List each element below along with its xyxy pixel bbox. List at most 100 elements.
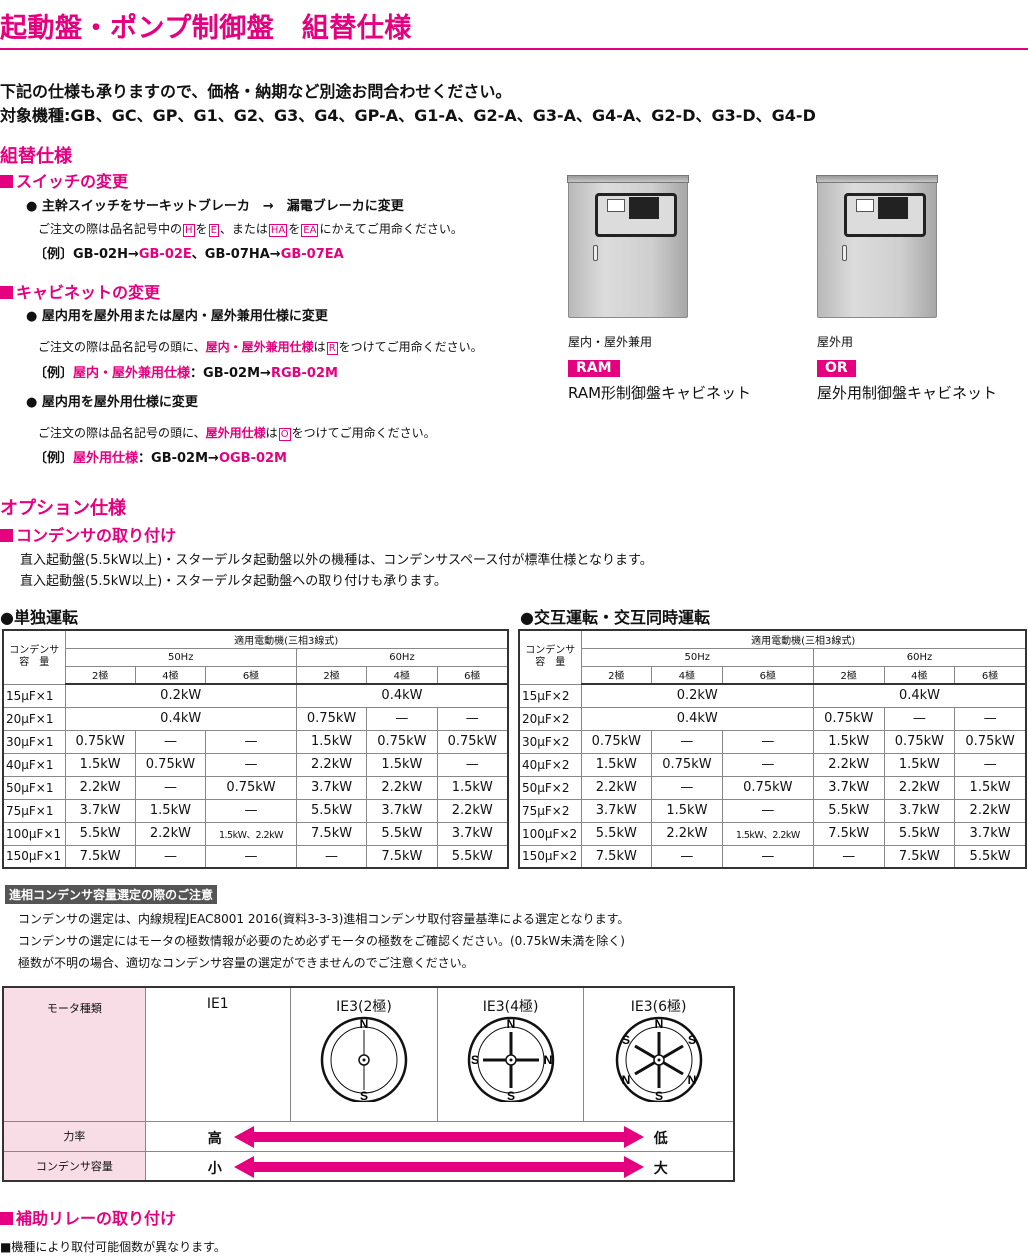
svg-text:N: N (687, 1073, 696, 1087)
value-cell: 0.4kW (295, 683, 509, 708)
caution-header: 進相コンデンサ容量選定の際のご注意 (5, 885, 218, 904)
svg-text:S: S (507, 1089, 515, 1102)
outdoor-name: 屋外用制御盤キャビネット (817, 384, 998, 402)
value-cell: 2.2kW (436, 798, 509, 823)
switch-bullet: ● 主幹スイッチをサーキットブレーカ → 漏電ブレーカに変更 (26, 199, 404, 214)
svg-text:S: S (688, 1033, 696, 1047)
value-cell: 0.4kW (812, 683, 1027, 708)
cabinet-example-1: 〔例〕屋内・屋外兼用仕様：GB-02M→RGB-02M (34, 366, 338, 381)
value-cell: 0.75kW (580, 729, 653, 754)
cap-cell: 75μF×2 (518, 798, 582, 823)
cap-cell: 100μF×2 (518, 821, 582, 846)
title-rule (0, 48, 1028, 50)
caution-line-1: コンデンサの選定は、内線規程JEAC8001 2016(資料3-3-3)進相コン… (18, 912, 630, 926)
value-cell: — (721, 729, 814, 754)
value-cell: 5.5kW (436, 844, 509, 869)
cap-cell: 150μF×2 (518, 844, 582, 869)
value-cell: — (883, 706, 956, 731)
alt-table-title: ●交互運転・交互同時運転 (520, 608, 710, 627)
value-cell: 1.5kW、2.2kW (721, 821, 814, 846)
value-cell: — (812, 844, 885, 869)
square-bullet-icon (0, 529, 13, 542)
value-cell: 5.5kW (883, 821, 956, 846)
cap-arrow-icon (233, 1155, 644, 1178)
cap-cell: 20μF×1 (2, 706, 66, 731)
pf-low: 低 (653, 1130, 668, 1147)
cap-cell: 20μF×2 (518, 706, 582, 731)
value-cell: — (134, 729, 207, 754)
value-cell: 5.5kW (954, 844, 1027, 869)
value-cell: — (205, 752, 297, 777)
value-cell: 1.5kW (651, 798, 723, 823)
outdoor-label: 屋外用 (817, 335, 854, 349)
pole-head: 6極 (721, 665, 814, 685)
cond-head: コンデンサ容 量 (518, 629, 582, 685)
value-cell: 1.5kW (295, 729, 368, 754)
pf-high: 高 (207, 1130, 222, 1147)
value-cell: — (205, 729, 297, 754)
value-cell: 2.2kW (651, 821, 723, 846)
value-cell: 1.5kW (954, 775, 1027, 800)
value-cell: 3.7kW (366, 798, 438, 823)
value-cell: — (651, 729, 723, 754)
value-cell: 0.75kW (812, 706, 885, 731)
value-cell: — (205, 798, 297, 823)
outdoor-cabinet-image (816, 175, 938, 318)
value-cell: 7.5kW (883, 844, 956, 869)
intro-line-2: 対象機種:GB、GC、GP、G1、G2、G3、G4、GP-A、G1-A、G2-A… (0, 106, 816, 125)
value-cell: — (366, 706, 438, 731)
value-cell: 2.2kW (580, 775, 653, 800)
value-cell: 3.7kW (954, 821, 1027, 846)
value-cell: 2.2kW (812, 752, 885, 777)
motor-ie3-2p: IE3(2極) N S (289, 986, 439, 1122)
motor-head: 適用電動機(三相3線式) (580, 629, 1027, 649)
cap-cell: 15μF×1 (2, 683, 66, 708)
cap-cell: 50μF×2 (518, 775, 582, 800)
value-cell: 0.75kW (295, 706, 368, 731)
motor-ie3-6p: IE3(6極) N S S S N N (583, 986, 735, 1122)
value-cell: — (295, 844, 368, 869)
value-cell: 1.5kW、2.2kW (205, 821, 297, 846)
pole-2-icon: N S (320, 1016, 408, 1104)
intro-line-1: 下記の仕様も承りますので、価格・納期など別途お問合わせください。 (0, 82, 512, 101)
value-cell: 1.5kW (580, 752, 653, 777)
svg-text:S: S (622, 1033, 630, 1047)
pole-head: 4極 (883, 665, 956, 685)
condenser-heading: コンデンサの取り付け (0, 522, 176, 546)
relay-text: ■機種により取付可能個数が異なります。 (0, 1240, 226, 1254)
cap-capacity-scale: 小 大 (144, 1150, 735, 1182)
power-factor-label: 力率 (2, 1120, 146, 1152)
hz60-head: 60Hz (295, 647, 509, 667)
value-cell: 2.2kW (366, 775, 438, 800)
svg-text:N: N (543, 1053, 552, 1067)
cap-capacity-label: コンデンサ容量 (2, 1150, 146, 1182)
value-cell: — (721, 752, 814, 777)
value-cell: 5.5kW (812, 798, 885, 823)
value-cell: 0.2kW (580, 683, 814, 708)
value-cell: 3.7kW (812, 775, 885, 800)
page-title: 起動盤・ポンプ制御盤 組替仕様 (0, 13, 412, 44)
value-cell: 2.2kW (64, 775, 136, 800)
pole-head: 2極 (580, 665, 653, 685)
value-cell: — (651, 844, 723, 869)
value-cell: — (134, 775, 207, 800)
switch-example: 〔例〕GB-02H→GB-02E、GB-07HA→GB-07EA (34, 247, 344, 262)
condenser-text-1: 直入起動盤(5.5kW以上)・スターデルタ起動盤以外の機種は、コンデンサスペース… (20, 553, 653, 568)
value-cell: 3.7kW (883, 798, 956, 823)
value-cell: — (721, 844, 814, 869)
value-cell: — (205, 844, 297, 869)
value-cell: — (134, 844, 207, 869)
pole-head: 6極 (436, 665, 509, 685)
hz60-head: 60Hz (812, 647, 1027, 667)
value-cell: 1.5kW (64, 752, 136, 777)
square-bullet-icon (0, 1212, 13, 1225)
value-cell: 5.5kW (580, 821, 653, 846)
value-cell: 0.75kW (205, 775, 297, 800)
